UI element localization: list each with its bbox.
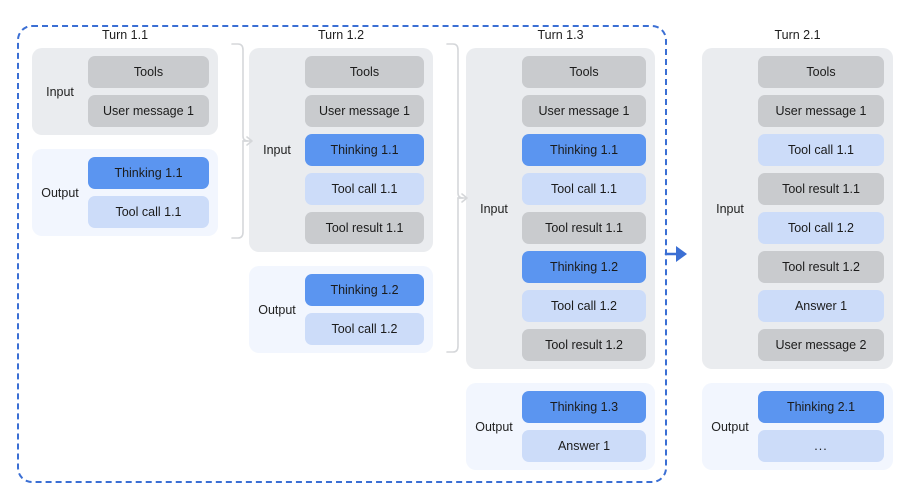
chip-turn-2-1-input-5: Tool result 1.2 [758, 251, 884, 283]
turn-2-1-input-label: Input [716, 201, 744, 216]
chip-turn-1-2-output-0: Thinking 1.2 [305, 274, 424, 306]
chip-turn-1-1-input-1: User message 1 [88, 95, 209, 127]
chip-turn-1-1-input-0: Tools [88, 56, 209, 88]
chip-turn-1-3-output-0: Thinking 1.3 [522, 391, 646, 423]
turn-boundary-arrow-icon [664, 246, 687, 262]
title-turn-1-1: Turn 1.1 [101, 28, 149, 42]
turn-1-2-output-label: Output [258, 302, 296, 317]
chip-turn-1-1-output-1: Tool call 1.1 [88, 196, 209, 228]
connector-bracket-turn-1-2-to-1-3 [446, 43, 468, 353]
chip-turn-1-2-input-4: Tool result 1.1 [305, 212, 424, 244]
chip-turn-2-1-output-1: ... [758, 430, 884, 462]
chip-turn-1-3-input-4: Tool result 1.1 [522, 212, 646, 244]
chip-turn-1-3-input-3: Tool call 1.1 [522, 173, 646, 205]
chip-turn-1-3-output-1: Answer 1 [522, 430, 646, 462]
chip-turn-1-2-output-1: Tool call 1.2 [305, 313, 424, 345]
turn-1-3-input-label: Input [480, 201, 508, 216]
chip-turn-1-3-input-0: Tools [522, 56, 646, 88]
panel-divider-turn-1-3 [466, 369, 655, 383]
turn-1-2-input-label: Input [263, 143, 291, 157]
chip-turn-1-2-input-3: Tool call 1.1 [305, 173, 424, 205]
turn-1-3-output-label: Output [475, 419, 513, 434]
chip-turn-2-1-input-0: Tools [758, 56, 884, 88]
panel-divider-turn-1-2 [249, 252, 433, 266]
turn-2-1-output-panel: Output Thinking 2.1... [702, 383, 893, 470]
turn-2-1-output-label: Output [711, 419, 749, 434]
panel-divider-turn-1-1 [32, 135, 218, 149]
chip-turn-2-1-input-3: Tool result 1.1 [758, 173, 884, 205]
chip-turn-1-2-input-2: Thinking 1.1 [305, 134, 424, 166]
chip-turn-1-3-input-2: Thinking 1.1 [522, 134, 646, 166]
chip-turn-1-2-input-1: User message 1 [305, 95, 424, 127]
chip-turn-2-1-input-1: User message 1 [758, 95, 884, 127]
chip-turn-2-1-output-0: Thinking 2.1 [758, 391, 884, 423]
turn-1-1-output-label: Output [41, 185, 79, 200]
title-turn-1-3: Turn 1.3 [537, 28, 584, 42]
chip-turn-1-2-input-0: Tools [305, 56, 424, 88]
turn-2-1-output-chip-stack: Thinking 2.1... [758, 391, 884, 462]
panel-divider-turn-2-1 [702, 369, 893, 383]
chip-turn-1-3-input-1: User message 1 [522, 95, 646, 127]
chip-turn-1-3-input-7: Tool result 1.2 [522, 329, 646, 361]
chip-turn-1-3-input-5: Thinking 1.2 [522, 251, 646, 283]
title-turn-2-1: Turn 2.1 [774, 28, 821, 42]
chip-turn-2-1-input-6: Answer 1 [758, 290, 884, 322]
turn-1-1-input-label: Input [46, 84, 74, 99]
chip-turn-1-3-input-6: Tool call 1.2 [522, 290, 646, 322]
chip-turn-2-1-input-2: Tool call 1.1 [758, 134, 884, 166]
chip-turn-2-1-input-4: Tool call 1.2 [758, 212, 884, 244]
title-turn-1-2: Turn 1.2 [317, 28, 365, 42]
chip-turn-2-1-input-7: User message 2 [758, 329, 884, 361]
chip-turn-1-1-output-0: Thinking 1.1 [88, 157, 209, 189]
